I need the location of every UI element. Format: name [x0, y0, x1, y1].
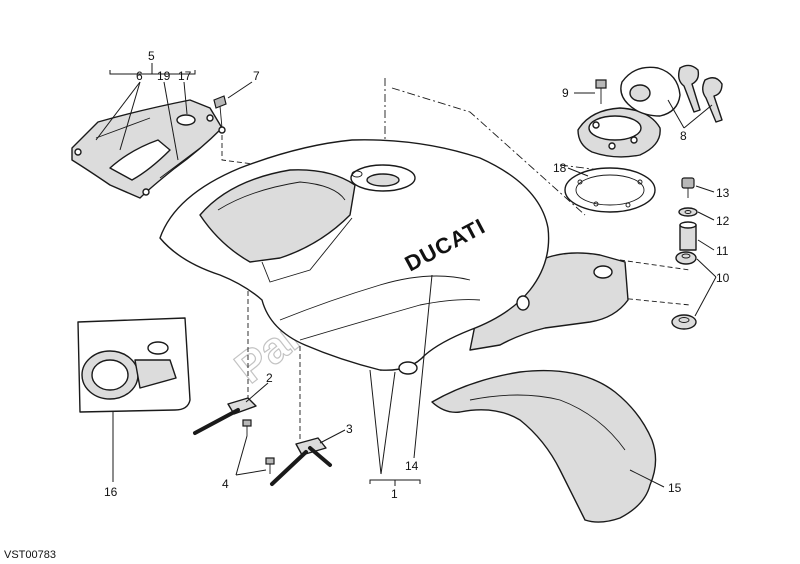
washer-12[interactable] [678, 207, 698, 217]
grommet-10-upper[interactable] [675, 251, 697, 265]
callout-5: 5 [148, 49, 155, 63]
key-2 [702, 77, 723, 123]
callout-7: 7 [253, 69, 260, 83]
filler-cap-inset[interactable] [77, 317, 191, 413]
callout-13: 13 [716, 186, 730, 200]
tank-front-recess [199, 169, 356, 263]
callout-11: 11 [716, 244, 729, 258]
callout-8: 8 [680, 129, 687, 143]
inset-lock [147, 341, 169, 355]
screw-4-lower[interactable] [265, 457, 275, 474]
filler-neck [366, 173, 400, 187]
callout-17: 17 [178, 69, 192, 83]
tank-rear-hole [593, 265, 613, 279]
callout-labels: 5 6 19 17 7 9 8 18 13 12 11 10 2 3 4 16 … [104, 49, 730, 501]
filler-gasket[interactable] [564, 167, 656, 213]
callout-2: 2 [266, 371, 273, 385]
tank-rear-extension [469, 252, 629, 351]
filler-cap-lock [629, 84, 651, 102]
tank-front-mount-hole [398, 361, 418, 375]
callout-14: 14 [405, 459, 419, 473]
filler-cap-assembly[interactable] [577, 66, 681, 158]
callout-15: 15 [668, 481, 682, 495]
inset-hinge [134, 359, 177, 389]
key-1 [677, 64, 701, 113]
heat-shield[interactable] [431, 369, 657, 523]
screw-13[interactable] [681, 177, 695, 198]
diagram-code: VST00783 [4, 549, 56, 561]
fuel-tank[interactable]: DUCATI [159, 139, 629, 375]
callout-3: 3 [346, 422, 353, 436]
callout-10: 10 [716, 271, 730, 285]
screw-9[interactable] [595, 79, 607, 104]
callout-1: 1 [391, 487, 398, 501]
callout-18: 18 [553, 161, 567, 175]
callout-4: 4 [222, 477, 229, 491]
spacer-11[interactable] [679, 221, 697, 251]
ignition-keys[interactable] [677, 64, 723, 123]
screw-7[interactable] [213, 95, 227, 134]
grommet-10-lower[interactable] [671, 314, 697, 330]
callout-19: 19 [157, 69, 171, 83]
inset-cap [91, 359, 129, 391]
callout-16: 16 [104, 485, 118, 499]
tank-side-mount-hole [516, 295, 530, 311]
tank-top-cover[interactable] [71, 99, 223, 199]
bracket-3[interactable] [270, 437, 332, 486]
filler-cap-inner-ring [588, 115, 642, 141]
leader-lines [95, 63, 717, 488]
assembly-guides [221, 78, 691, 440]
tank-cover-opening [109, 139, 171, 181]
callout-6: 6 [136, 69, 143, 83]
callout-12: 12 [716, 214, 730, 228]
cover-emblem [176, 114, 196, 126]
callout-9: 9 [562, 86, 569, 100]
bracket-2[interactable] [193, 397, 257, 435]
screw-4-upper[interactable] [242, 419, 252, 436]
